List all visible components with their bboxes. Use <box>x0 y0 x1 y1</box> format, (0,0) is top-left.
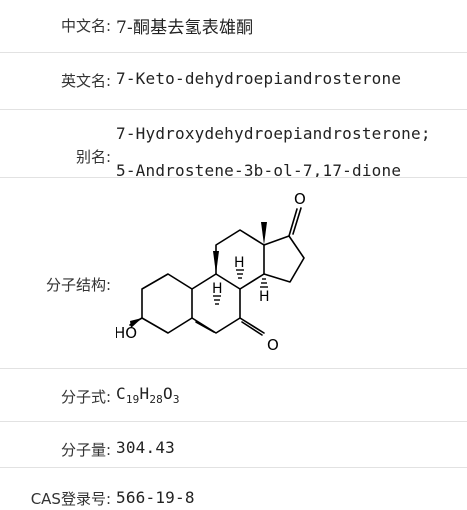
alias-line-2: 5-Androstene-3b-ol-7,17-dione <box>116 161 402 180</box>
chinese-name-label: 中文名: <box>60 17 111 35</box>
chinese-name-value: 7-酮基去氢表雄酮 <box>116 18 254 38</box>
row-formula: 分子式: C19H28O3 <box>0 369 467 421</box>
divider <box>0 467 467 468</box>
formula-h: H <box>139 384 150 403</box>
english-name-label: 英文名: <box>60 72 111 90</box>
formula-c-count: 19 <box>125 393 140 406</box>
atom-h-c14: H <box>259 289 270 305</box>
row-alias: 别名: 7-Hydroxydehydroepiandrosterone; 5-A… <box>0 110 467 180</box>
alias-label: 别名: <box>75 148 111 166</box>
atom-hydroxyl: HO <box>116 324 137 342</box>
atom-h-c8: H <box>234 255 245 271</box>
molecular-weight-value: 304.43 <box>116 438 175 457</box>
molecular-structure-image: O O HO H H H <box>116 190 306 354</box>
row-structure: 分子结构: <box>0 178 467 368</box>
formula-label: 分子式: <box>60 388 111 406</box>
alias-line-1: 7-Hydroxydehydroepiandrosterone; <box>116 124 431 143</box>
divider <box>0 368 467 369</box>
formula-o-count: 3 <box>172 393 180 406</box>
divider <box>0 421 467 422</box>
row-molecular-weight: 分子量: 304.43 <box>0 422 467 467</box>
row-cas-number: CAS登录号: 566-19-8 <box>0 468 467 510</box>
cas-number-value: 566-19-8 <box>116 488 195 507</box>
formula-value: C19H28O3 <box>116 384 180 406</box>
divider <box>0 109 467 110</box>
divider <box>0 177 467 178</box>
structure-label: 分子结构: <box>45 276 111 294</box>
divider <box>0 52 467 53</box>
formula-o: O <box>163 384 173 403</box>
formula-h-count: 28 <box>149 393 163 406</box>
atom-ketone-o: O <box>294 190 306 208</box>
cas-number-label: CAS登录号: <box>30 490 111 508</box>
row-chinese-name: 中文名: 7-酮基去氢表雄酮 <box>0 0 467 52</box>
molecular-weight-label: 分子量: <box>60 441 111 459</box>
row-english-name: 英文名: 7-Keto-dehydroepiandrosterone <box>0 53 467 109</box>
formula-c: C <box>116 384 126 403</box>
atom-h-c9: H <box>212 281 223 297</box>
english-name-value: 7-Keto-dehydroepiandrosterone <box>116 69 402 88</box>
atom-enone-o: O <box>267 336 279 354</box>
